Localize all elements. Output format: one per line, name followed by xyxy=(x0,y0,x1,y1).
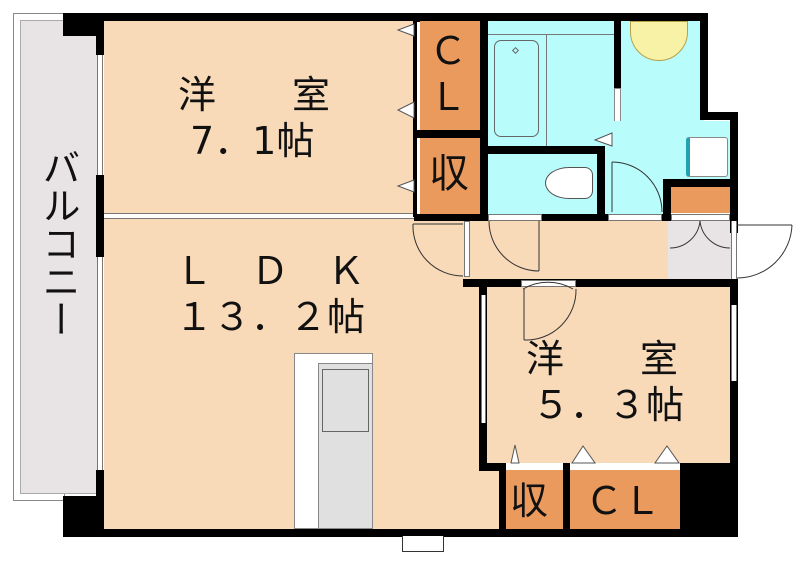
wall-closet-right xyxy=(480,13,488,221)
wall-storage-divider xyxy=(563,463,570,537)
partition-sliding-door xyxy=(104,213,414,219)
western-room-2-size: ５．３帖 xyxy=(532,383,685,427)
closet-doors-strip xyxy=(505,463,680,470)
shoe-cabinet xyxy=(671,187,730,213)
closet-bottom-label: ＣＬ xyxy=(585,479,662,523)
hallway xyxy=(466,221,668,279)
bathtub-divider-v xyxy=(546,34,547,147)
ldk-size: １３．２帖 xyxy=(175,295,366,339)
wall-toilet-right xyxy=(597,152,605,221)
window-room2-right xyxy=(731,305,737,381)
wall-wash-step xyxy=(700,112,738,120)
wall-bottom xyxy=(63,529,503,537)
window-room2-left xyxy=(481,295,486,423)
wall-hall-bottom xyxy=(463,279,738,287)
wall-top xyxy=(63,13,704,22)
wall-bottom-right xyxy=(499,463,506,537)
shoe-gap xyxy=(671,214,730,221)
wall-right-upper xyxy=(730,112,738,222)
western-room-5-3 xyxy=(487,287,730,463)
balcony-floor xyxy=(20,20,98,494)
western-room-2-name: 洋 室 xyxy=(526,337,679,381)
wall-left-mid xyxy=(96,175,104,257)
stove-icon xyxy=(322,369,369,432)
bathtub-divider xyxy=(488,34,617,35)
closet-top-l: Ｌ xyxy=(429,75,468,119)
toilet-icon xyxy=(545,167,593,199)
wall-bottom-2 xyxy=(499,529,738,537)
western-room-1-name: 洋 室 xyxy=(178,73,331,117)
washing-machine-icon xyxy=(686,137,728,177)
wall-shoe-top xyxy=(663,179,738,187)
wall-closet-divider xyxy=(413,130,487,138)
front-door[interactable] xyxy=(731,221,737,279)
pillar-top-left xyxy=(63,13,104,36)
closet-top xyxy=(420,21,480,130)
closet-top-c: Ｃ xyxy=(429,29,468,73)
western-room-1-size: 7．1帖 xyxy=(190,119,315,163)
storage-bottom-label: 収 xyxy=(510,479,549,523)
wall-left-upper xyxy=(96,13,104,55)
window-room1 xyxy=(97,55,103,175)
entrance xyxy=(668,221,732,279)
wall-room2-bottom xyxy=(479,463,506,471)
washbasin-icon xyxy=(630,21,688,61)
storage-top xyxy=(420,138,480,214)
storage-top-label: 収 xyxy=(429,151,469,197)
closet-bottom xyxy=(570,470,680,530)
wall-wash-right xyxy=(700,13,708,116)
wall-shoe-left xyxy=(663,179,671,221)
storage-bottom xyxy=(506,470,563,530)
window-ldk xyxy=(97,257,103,470)
balcony-label: バルコニー xyxy=(36,148,80,338)
wall-bath-right xyxy=(614,13,621,88)
pillar-bottom-left xyxy=(63,496,104,535)
wall-right-lower xyxy=(730,279,738,537)
washroom-left xyxy=(605,147,665,214)
vent-bottom xyxy=(402,536,444,552)
pillar-bottom-right xyxy=(680,463,738,537)
door-toilet-gap xyxy=(488,214,542,221)
wall-hall-top xyxy=(414,214,738,221)
bathtub-icon xyxy=(494,40,539,137)
wall-left-lower xyxy=(96,470,104,510)
bathroom xyxy=(488,21,617,147)
ldk-name: Ｌ Ｄ Ｋ xyxy=(175,249,366,293)
western-room-7-1 xyxy=(104,21,414,213)
ldk-door-frame xyxy=(464,221,470,277)
door-room2-gap xyxy=(521,280,576,287)
door-wash-gap xyxy=(608,214,662,221)
wall-bath-bottom xyxy=(480,146,621,154)
wall-closet-left xyxy=(413,21,417,217)
